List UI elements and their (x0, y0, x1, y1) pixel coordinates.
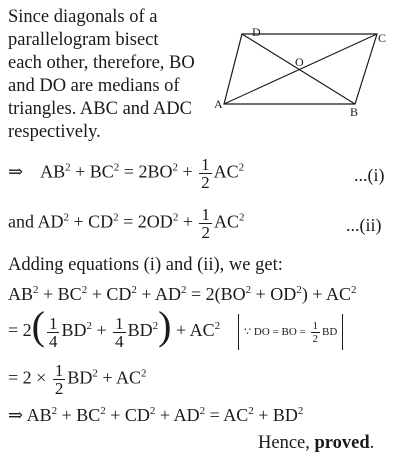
vertex-label-b: B (350, 105, 358, 119)
equation-tag-i: ...(i) (354, 165, 385, 185)
intro-line-6: respectively. (8, 122, 101, 142)
conclusion: Hence, proved. (258, 433, 375, 453)
proved-label: proved (314, 433, 370, 453)
parallelogram-figure: D C A B O (214, 25, 386, 119)
vertex-label-a: A (214, 97, 223, 111)
vertex-label-o: O (295, 55, 304, 69)
equation-tag-ii: ...(ii) (346, 215, 382, 235)
intro-line-2: parallelogram bisect (8, 30, 159, 50)
vertex-label-d: D (252, 25, 261, 39)
intro-line-3: each other, therefore, BO (8, 53, 195, 73)
intro-line-5: triangles. ABC and ADC (8, 99, 192, 119)
intro-line-1: Since diagonals of a (8, 7, 158, 27)
intro-line-4: and DO are medians of (8, 76, 180, 96)
vertex-label-c: C (378, 31, 386, 45)
adding-statement: Adding equations (i) and (ii), we get: (8, 255, 283, 275)
final-equation: ⇒ AB2 + BC2 + CD2 + AD2 = AC2 + BD2 (8, 405, 304, 425)
sum-equation: AB2 + BC2 + CD2 + AD2 = 2(BO2 + OD2) + A… (8, 284, 357, 304)
